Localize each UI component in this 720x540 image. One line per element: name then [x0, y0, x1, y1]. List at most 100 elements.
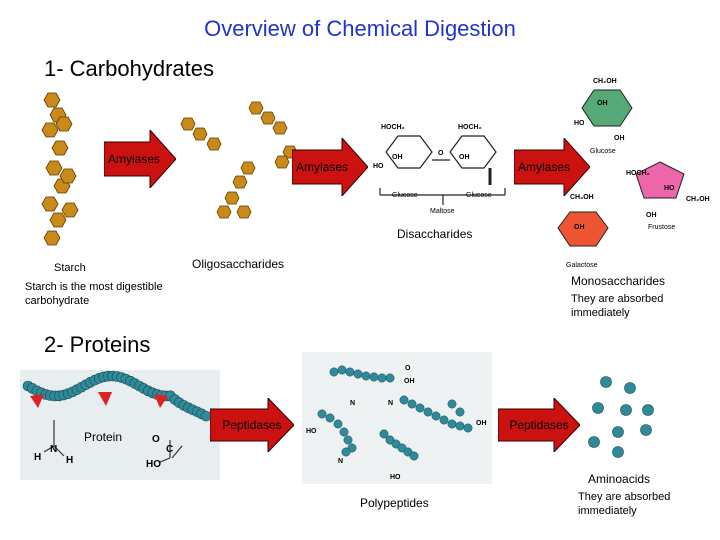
sugar-unit: [272, 121, 288, 135]
section-carbohydrates-heading: 1- Carbohydrates: [44, 56, 214, 81]
aminoacid-beads-image: [588, 376, 654, 458]
sugar-unit: [55, 116, 73, 132]
protein-chain-image: [22, 370, 212, 422]
galactose-ch2oh: CH₂OH: [570, 194, 594, 201]
amino-bead: [337, 365, 347, 375]
amino-bead: [447, 399, 457, 409]
free-aminoacid: [642, 404, 654, 416]
amylases-arrow-1-label: Amylases: [108, 152, 161, 166]
galactose-ring: [557, 211, 609, 247]
sugar-unit: [192, 127, 208, 141]
fructose-name: Frustose: [648, 224, 676, 231]
amino-bead: [415, 403, 425, 413]
maltose-name-label: Maltose: [430, 208, 455, 215]
amino-bead: [361, 371, 371, 381]
monosaccharides-note: They are absorbed immediately: [571, 293, 664, 319]
poly-n-3: N: [338, 458, 344, 465]
aminoacids-note: They are absorbed immediately: [578, 491, 671, 517]
amino-bead: [431, 411, 441, 421]
poly-oh-top: OH: [404, 378, 415, 385]
amylases-arrow-3: Amylases: [514, 138, 590, 196]
amino-bead: [325, 413, 335, 423]
amino-bead: [345, 367, 355, 377]
sugar-unit: [260, 111, 276, 125]
sugar-unit: [240, 161, 256, 175]
poly-o-top: O: [405, 365, 411, 372]
amino-bead: [339, 427, 349, 437]
amino-bead: [369, 372, 379, 382]
maltose-glucose-a-label: Glucose: [392, 192, 418, 199]
galactose-oh: OH: [574, 224, 585, 231]
starch-label: Starch: [54, 262, 86, 274]
sugar-unit: [45, 160, 63, 176]
protein-c: C: [166, 444, 174, 455]
free-aminoacid: [588, 436, 600, 448]
monosaccharides-label: Monosaccharides: [571, 274, 666, 288]
sugar-unit: [274, 155, 290, 169]
protein-h-right: H: [66, 455, 74, 466]
sugar-unit: [224, 191, 240, 205]
poly-oh-right: OH: [476, 420, 487, 427]
glucose-ch2oh: CH₂OH: [593, 78, 617, 85]
amino-bead: [439, 415, 449, 425]
maltose-ho: HO: [373, 163, 384, 170]
sugar-unit: [59, 168, 77, 184]
amino-bead: [333, 419, 343, 429]
glucose-ring: [581, 89, 633, 127]
amino-bead: [385, 373, 395, 383]
amino-bead: [377, 373, 387, 383]
protein-amino-group-bonds: [43, 420, 183, 463]
maltose-diagram: [379, 135, 506, 205]
poly-n-2: N: [388, 400, 394, 407]
maltose-oh-b: OH: [459, 154, 470, 161]
maltose-oh-a: OH: [392, 154, 403, 161]
amino-bead: [407, 399, 417, 409]
cleavage-site-marker: [98, 392, 112, 406]
amino-bead: [341, 447, 351, 457]
cleavage-site-marker: [154, 394, 168, 408]
free-aminoacid: [620, 404, 632, 416]
sugar-unit: [41, 196, 59, 212]
glucose-oh: OH: [597, 100, 608, 107]
polypeptides-label: Polypeptides: [360, 496, 429, 510]
glucose-ho: HO: [574, 120, 585, 127]
poly-ho-left: HO: [306, 428, 317, 435]
cleavage-site-marker: [30, 394, 44, 408]
fructose-oh: OH: [646, 212, 657, 219]
maltose-glucose-b-label: Glucose: [466, 192, 492, 199]
amino-bead: [399, 395, 409, 405]
peptidases-arrow-2-label: Peptidases: [509, 418, 569, 432]
free-aminoacid: [624, 382, 636, 394]
sugar-unit: [41, 122, 59, 138]
protein-h-left: H: [34, 452, 42, 463]
sugar-unit: [206, 137, 222, 151]
starch-chains-image: [41, 92, 79, 246]
sugar-unit: [49, 212, 67, 228]
fructose-ring: [635, 161, 685, 199]
aminoacids-label: Aminoacids: [588, 472, 651, 486]
amino-bead: [423, 407, 433, 417]
peptidases-arrow-2: Peptidases: [498, 398, 580, 452]
protein-label: Protein: [84, 430, 123, 444]
oligosaccharides-label: Oligosaccharides: [192, 257, 285, 271]
amylases-arrow-3-label: Amylases: [518, 160, 571, 174]
sugar-unit: [51, 140, 69, 156]
amino-bead: [353, 369, 363, 379]
amino-bead: [447, 419, 457, 429]
sugar-unit: [232, 175, 248, 189]
maltose-hoch2-b: HOCH₂: [458, 124, 482, 131]
disaccharides-label: Disaccharides: [397, 227, 473, 241]
amino-bead: [343, 435, 353, 445]
sugar-unit: [180, 117, 196, 131]
peptidases-arrow-1: Peptidases: [210, 398, 294, 452]
glucose-name: Glucose: [590, 148, 616, 155]
fructose-hoch2: HOCH₂: [626, 170, 650, 177]
amino-bead: [463, 423, 473, 433]
poly-ho-bottom: HO: [390, 474, 401, 481]
protein-o: O: [152, 434, 160, 445]
protein-n: N: [50, 444, 58, 455]
amino-bead: [409, 451, 419, 461]
polypeptide-chains-image: [317, 365, 473, 461]
